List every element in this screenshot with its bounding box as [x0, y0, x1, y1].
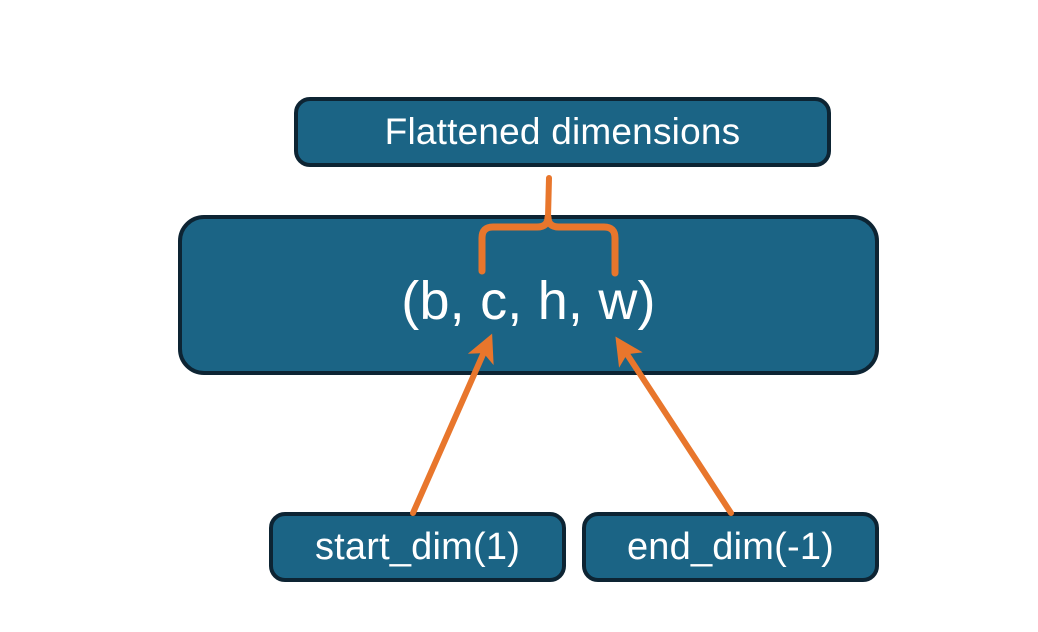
tensor-shape-box: (b, c, h, w) [178, 215, 879, 375]
brace-stem-connector [545, 175, 552, 220]
end-dim-box: end_dim(-1) [582, 512, 879, 582]
start-dim-box: start_dim(1) [269, 512, 566, 582]
flattened-dimensions-box: Flattened dimensions [294, 97, 831, 167]
flattened-dimensions-label: Flattened dimensions [384, 111, 741, 152]
start-dim-label: start_dim(1) [314, 525, 521, 568]
tensor-shape-label: (b, c, h, w) [401, 271, 656, 331]
end-dim-label: end_dim(-1) [626, 525, 835, 568]
